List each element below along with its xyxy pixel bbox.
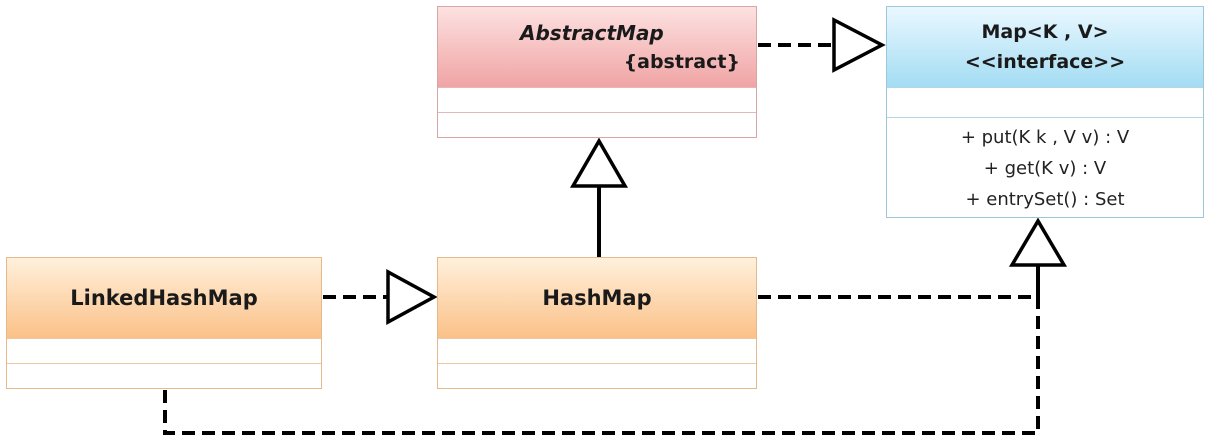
linkedhashmap-attributes: [7, 338, 321, 363]
realization-abstractmap-to-map: [758, 17, 886, 73]
hashmap-attributes: [438, 338, 756, 363]
operation-entryset: + entrySet() : Set: [965, 189, 1125, 210]
hashmap-operations: [438, 363, 756, 388]
abstractmap-stereotype: {abstract}: [623, 51, 740, 73]
operation-put: + put(K k , V v) : V: [960, 127, 1130, 148]
hashmap-name: HashMap: [542, 286, 652, 310]
realization-linkedhashmap-to-map: [163, 265, 1040, 435]
map-interface: Map<K , V> <<interface>> + put(K k , V v…: [886, 6, 1204, 218]
map-interface-operations: + put(K k , V v) : V + get(K v) : V + en…: [887, 117, 1203, 215]
map-interface-name: Map<K , V>: [981, 21, 1109, 43]
map-interface-attributes: [887, 87, 1203, 117]
hashmap-class: HashMap: [437, 257, 757, 389]
realization-hashmap-to-map: [758, 265, 1040, 299]
linkedhashmap-header: LinkedHashMap: [7, 258, 321, 338]
abstractmap-name: AbstractMap: [520, 21, 664, 45]
linkedhashmap-name: LinkedHashMap: [70, 286, 258, 310]
map-interface-header: Map<K , V> <<interface>>: [887, 7, 1203, 87]
linkedhashmap-class: LinkedHashMap: [6, 257, 322, 389]
linkedhashmap-operations: [7, 363, 321, 388]
hashmap-header: HashMap: [438, 258, 756, 338]
generalization-hashmap-to-abstractmap: [569, 137, 629, 257]
generalization-linkedhashmap-to-hashmap: [323, 269, 438, 325]
operation-get: + get(K v) : V: [983, 158, 1107, 179]
realization-arrowhead-map: [1008, 217, 1068, 267]
abstractmap-header: AbstractMap {abstract}: [438, 7, 756, 87]
abstractmap-operations: [438, 112, 756, 137]
abstractmap-class: AbstractMap {abstract}: [437, 6, 757, 138]
abstractmap-attributes: [438, 87, 756, 112]
map-interface-stereotype: <<interface>>: [964, 51, 1126, 73]
